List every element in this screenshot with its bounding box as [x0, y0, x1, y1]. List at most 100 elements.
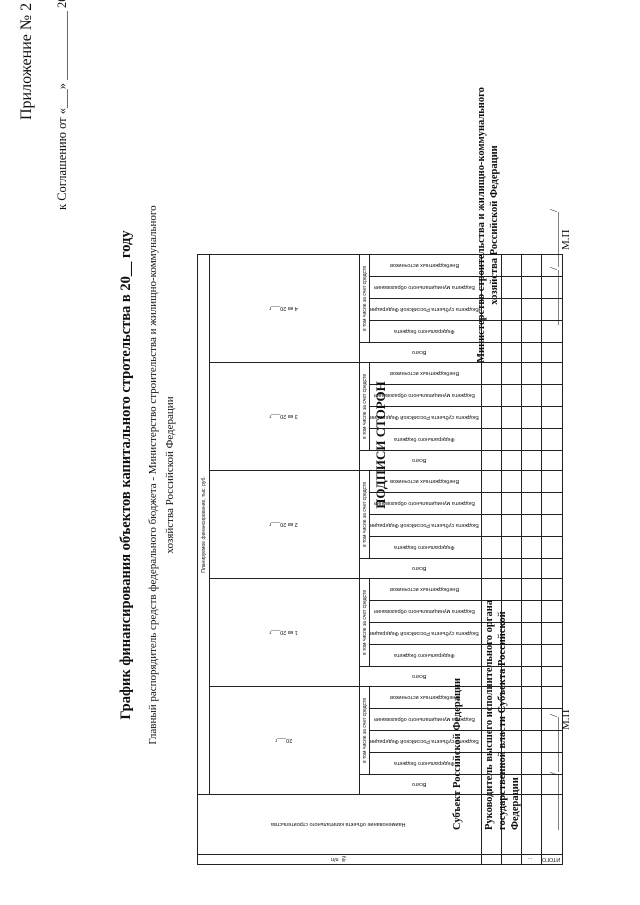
- row-object-name: [521, 794, 542, 855]
- left-seal-place: М.П: [560, 709, 572, 730]
- row-number: [501, 854, 522, 865]
- header-period-text: 4 кв 20___г: [269, 305, 298, 312]
- row-number: [481, 854, 502, 865]
- header-source-text: Федерального бюджета: [394, 760, 455, 767]
- row-cell: [521, 644, 542, 667]
- row-cell: [521, 406, 542, 429]
- row-cell: [521, 342, 542, 363]
- row-cell: [541, 342, 563, 363]
- header-object-name: Наименование объекта капитального строит…: [197, 794, 482, 855]
- row-cell: [541, 470, 563, 493]
- row-cell: [521, 774, 542, 795]
- header-source-text: Бюджета субъекта Российской Федерации: [370, 630, 479, 637]
- row-cell: [541, 600, 563, 623]
- header-total: Всего: [359, 666, 482, 687]
- row-cell: [481, 384, 502, 407]
- header-source-text: Бюджета муниципального образования: [373, 392, 475, 399]
- header-period-text: 3 кв 20___г: [269, 413, 298, 420]
- row-cell: [521, 254, 542, 277]
- header-period-text: 1 кв 20___г: [269, 629, 298, 636]
- header-source-text: Федерального бюджета: [394, 436, 455, 443]
- header-source: Внебюджетных источников: [369, 686, 482, 709]
- row-cell: [481, 406, 502, 429]
- header-source-text: Внебюджетных источников: [389, 370, 459, 377]
- header-total-text: Всего: [412, 781, 427, 788]
- header-including: в том числе за счет средств: [359, 470, 370, 559]
- header-including-text: в том числе за счет средств: [361, 266, 368, 331]
- row-cell: [521, 558, 542, 579]
- header-including: в том числе за счет средств: [359, 362, 370, 451]
- row-cell: [501, 254, 522, 277]
- header-source-text: Внебюджетных источников: [389, 694, 459, 701]
- header-source: Бюджета муниципального образования: [369, 600, 482, 623]
- row-cell: [541, 558, 563, 579]
- row-cell: [521, 666, 542, 687]
- header-including-text: в том числе за счет средств: [361, 374, 368, 439]
- header-period: 2 кв 20___г: [209, 470, 360, 579]
- row-cell: [521, 730, 542, 753]
- right-seal-place: М.П: [560, 229, 572, 250]
- header-period-text: 20___г: [274, 737, 293, 744]
- header-period: 3 кв 20___г: [209, 362, 360, 471]
- header-source-text: Бюджета муниципального образования: [373, 284, 475, 291]
- row-cell: [521, 686, 542, 709]
- row-cell: [521, 428, 542, 451]
- row-cell: [481, 428, 502, 451]
- header-including-text: в том числе за счет средств: [361, 482, 368, 547]
- row-cell: [501, 536, 522, 559]
- row-cell: [541, 536, 563, 559]
- row-cell: [541, 450, 563, 471]
- header-source: Федерального бюджета: [369, 644, 482, 667]
- row-cell: [521, 470, 542, 493]
- row-cell: [481, 450, 502, 471]
- row-number-text: ИТОГО: [541, 856, 561, 863]
- header-number-text: № п/п: [330, 856, 346, 863]
- header-number: № п/п: [197, 854, 482, 865]
- header-source-text: Бюджета муниципального образования: [373, 608, 475, 615]
- header-source-text: Бюджета субъекта Российской Федерации: [370, 306, 479, 313]
- agreement-reference: к Соглашению от «___» ___________ 20__ г…: [55, 0, 69, 210]
- header-total-text: Всего: [412, 673, 427, 680]
- row-cell: [541, 644, 563, 667]
- table-row: ...: [521, 254, 542, 865]
- row-cell: [501, 470, 522, 493]
- row-cell: [521, 752, 542, 775]
- header-period: 20___г: [209, 686, 360, 795]
- row-cell: [541, 384, 563, 407]
- header-source: Внебюджетных источников: [369, 254, 482, 277]
- header-including: в том числе за счет средств: [359, 686, 370, 775]
- right-signature-line: __________/__________/: [548, 208, 560, 325]
- header-including: в том числе за счет средств: [359, 578, 370, 667]
- row-cell: [541, 578, 563, 601]
- right-party-signatory: Министерство строительства и жилищно-ком…: [476, 87, 500, 363]
- row-cell: [501, 342, 522, 363]
- header-source-text: Федерального бюджета: [394, 652, 455, 659]
- row-cell: [541, 514, 563, 537]
- row-cell: [541, 362, 563, 385]
- header-source: Федерального бюджета: [369, 320, 482, 343]
- annex-label: Приложение № 2: [18, 2, 35, 120]
- left-party-signatory: Руководитель высшего исполнительного орг…: [484, 599, 521, 830]
- row-cell: [501, 450, 522, 471]
- row-cell: [501, 406, 522, 429]
- header-source-text: Бюджета муниципального образования: [373, 500, 475, 507]
- row-number: ...: [521, 854, 542, 865]
- header-source: Бюджета муниципального образования: [369, 708, 482, 731]
- row-cell: [521, 514, 542, 537]
- header-total: Всего: [359, 774, 482, 795]
- document-title: График финансирования объектов капитальн…: [118, 230, 134, 720]
- header-total-text: Всего: [412, 457, 427, 464]
- left-signature-line: __________/__________/: [548, 713, 560, 830]
- document-subtitle: Главный распорядитель средств федерально…: [147, 205, 176, 745]
- row-cell: [501, 320, 522, 343]
- header-period-text: 2 кв 20___г: [269, 521, 298, 528]
- signatures-title: ПОДПИСИ СТОРОН: [373, 381, 388, 509]
- header-including: в том числе за счет средств: [359, 254, 370, 343]
- row-cell: [541, 622, 563, 645]
- row-cell: [521, 600, 542, 623]
- header-source-text: Внебюджетных источников: [389, 262, 459, 269]
- row-cell: [521, 622, 542, 645]
- header-source: Бюджета муниципального образования: [369, 276, 482, 299]
- row-cell: [501, 384, 522, 407]
- row-cell: [521, 578, 542, 601]
